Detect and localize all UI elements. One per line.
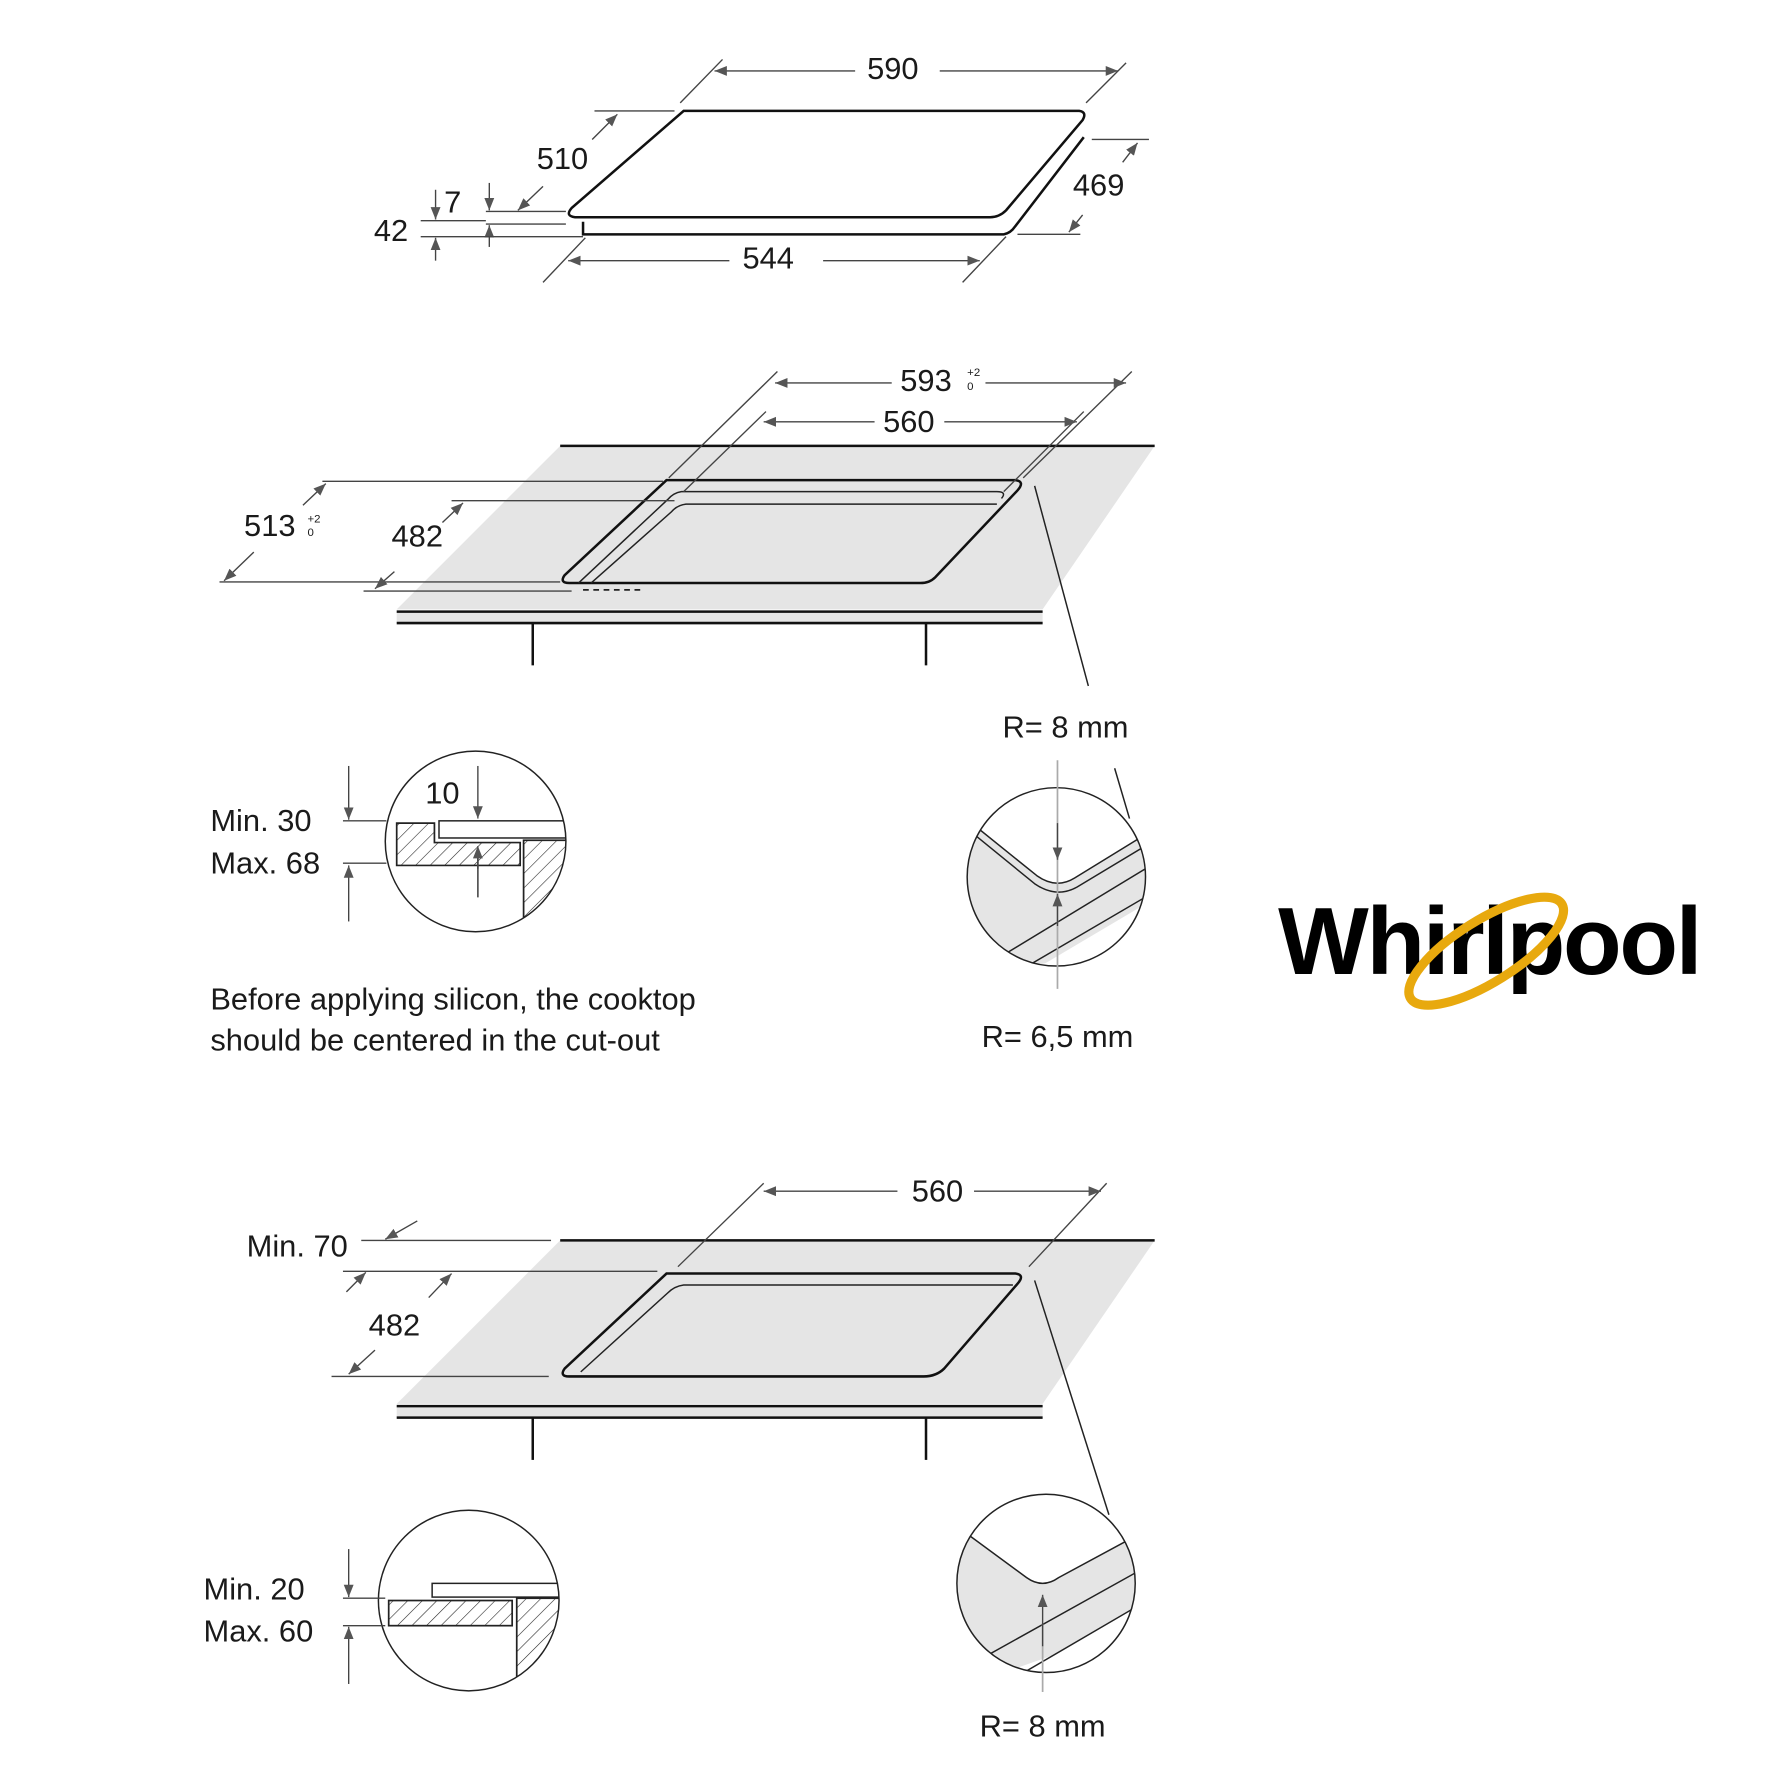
cutout-outline bbox=[561, 478, 1023, 585]
dim-cutout-width: 560 bbox=[912, 1174, 964, 1209]
cooktop-base bbox=[581, 136, 1085, 236]
dim-base-depth: 469 bbox=[1073, 167, 1125, 202]
cooktop-glass bbox=[567, 109, 1086, 219]
thickness-max: Max. 68 bbox=[210, 845, 320, 880]
countertop bbox=[396, 1240, 1155, 1404]
corner-radius-outer: R= 8 mm bbox=[1002, 709, 1128, 744]
cutout-outline bbox=[561, 1272, 1023, 1378]
dim-cutout-depth: 513 bbox=[244, 508, 296, 543]
standard-cutout-view: 560 Min. 70 482 bbox=[247, 1174, 1155, 1515]
dim-depth: 510 bbox=[537, 141, 589, 176]
corner-radius: R= 8 mm bbox=[980, 1709, 1106, 1744]
dim-height: 42 bbox=[374, 213, 408, 248]
dim-cutout-depth: 482 bbox=[369, 1307, 421, 1342]
tolerance-upper: +2 bbox=[967, 367, 980, 379]
thickness-max: Max. 60 bbox=[203, 1614, 313, 1649]
cooktop-view: 590 510 469 544 7 42 bbox=[374, 51, 1149, 283]
dim-cutout-width: 593 bbox=[900, 363, 952, 398]
edge-detail-standard: Min. 20 Max. 60 bbox=[203, 1509, 560, 1692]
whirlpool-logo: Whirlpool bbox=[1278, 888, 1702, 1010]
corner-detail-flush: R= 6,5 mm bbox=[966, 760, 1147, 1054]
countertop bbox=[396, 445, 1155, 610]
edge-detail-flush: 10 Min. 30 Max. 68 bbox=[210, 750, 567, 933]
dim-offset: 10 bbox=[425, 776, 459, 811]
dim-width: 590 bbox=[867, 51, 919, 86]
tolerance-lower: 0 bbox=[967, 381, 973, 393]
note-line-1: Before applying silicon, the cooktop bbox=[210, 981, 695, 1016]
tolerance-upper: +2 bbox=[308, 513, 321, 525]
dim-inner-depth: 482 bbox=[392, 518, 444, 553]
corner-detail-standard: R= 8 mm bbox=[956, 1493, 1136, 1744]
flush-cutout-view: 593 +2 0 560 513 +2 0 482 R= 8 mm bbox=[219, 363, 1155, 744]
corner-radius-inner: R= 6,5 mm bbox=[982, 1019, 1134, 1054]
tolerance-lower: 0 bbox=[308, 527, 314, 539]
dim-base-width: 544 bbox=[742, 241, 794, 276]
front-clearance: Min. 70 bbox=[247, 1228, 348, 1263]
dim-glass-thickness: 7 bbox=[444, 185, 461, 220]
note-line-2: should be centered in the cut-out bbox=[210, 1023, 660, 1058]
brand-name: Whirlpool bbox=[1278, 888, 1700, 995]
thickness-min: Min. 20 bbox=[203, 1571, 304, 1606]
thickness-min: Min. 30 bbox=[210, 803, 311, 838]
dim-inner-width: 560 bbox=[883, 404, 935, 439]
